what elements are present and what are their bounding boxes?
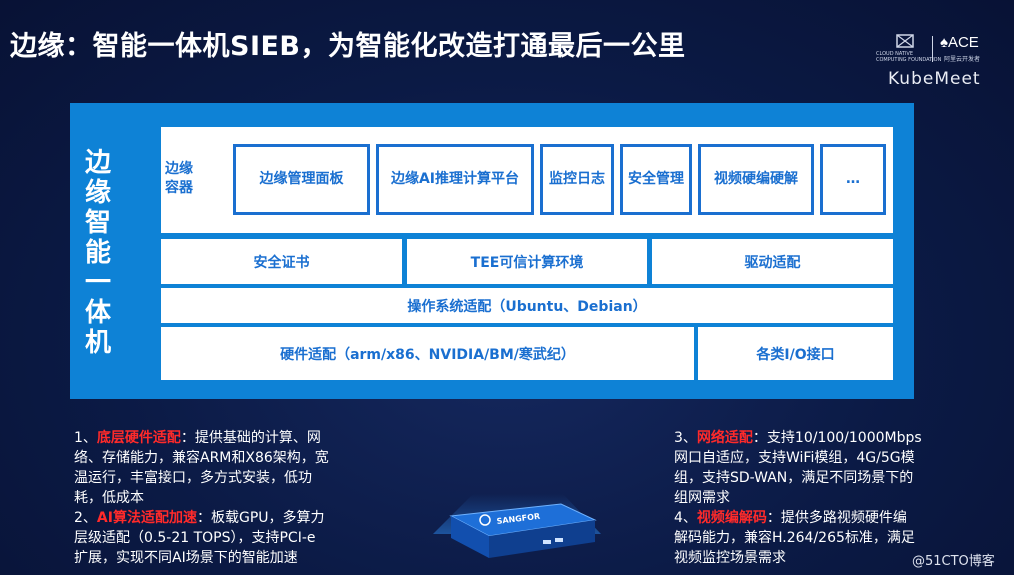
logo-divider [932,36,933,62]
kubemeet-logo: KubeMeet [888,69,981,89]
note-hardware-line4: 耗，低成本 [74,490,144,506]
cell-hardware-adaptation: 硬件适配（arm/x86、NVIDIA/BM/寒武纪） [161,327,694,380]
note-ai-number: 2、 [74,510,97,526]
note-ai-line1: ：板载GPU，多算力 [196,510,325,526]
note-network-line3: 组，支持SD-WAN，满足不同场景下的 [674,470,914,486]
slide-title: 边缘：智能一体机SIEB，为智能化改造打通最后一公里 [10,31,686,62]
box-monitoring-logs: 监控日志 [540,144,614,215]
cell-io-interfaces: 各类I/O接口 [698,327,893,380]
box-edge-ai-platform: 边缘AI推理计算平台 [376,144,534,215]
note-network-line4: 组网需求 [674,490,730,506]
box-security-management: 安全管理 [620,144,692,215]
box-video-codec: 视频硬编硬解 [698,144,814,215]
note-network-line1: ：支持10/100/1000Mbps [752,430,922,446]
ace-subtitle: 阿里云开发者 [944,56,981,63]
cell-driver-adaptation: 驱动适配 [652,239,893,284]
note-network-highlight: 网络适配 [696,430,753,446]
note-video-line1: ：提供多路视频硬件编 [766,510,907,526]
cncf-text-line1: CLOUD NATIVE [876,51,914,57]
note-video-line2: 解码能力，兼容H.264/265标准，满足 [674,530,915,546]
cncf-text-line2: COMPUTING FOUNDATION [876,57,942,63]
note-video-line3: 视频监控场景需求 [674,550,786,566]
note-ai-highlight: AI算法适配加速 [96,510,197,526]
note-ai-line2: 层级适配（0.5-21 TOPS），支持PCI-e [74,530,316,546]
note-network-line2: 网口自适应，支持WiFi模组，4G/5G模 [674,450,915,466]
side-label: 边缘智能一体机 [84,148,111,358]
box-edge-management-panel: 边缘管理面板 [233,144,370,215]
note-network: 3、网络适配：支持10/100/1000Mbps 网口自适应，支持WiFi模组，… [674,428,922,568]
edge-container-label: 边缘容器 [165,161,193,196]
note-hardware-highlight: 底层硬件适配 [96,430,181,446]
ace-logo-text: ACE [947,34,979,51]
note-hardware-number: 1、 [74,430,97,446]
cell-os-adaptation: 操作系统适配（Ubuntu、Debian） [161,288,893,323]
note-hardware-line3: 温运行，丰富接口，多方式安装，低功 [74,470,312,486]
box-more: … [820,144,886,215]
cell-security-certificate: 安全证书 [161,239,402,284]
note-hardware-line1: ：提供基础的计算、网 [180,430,321,446]
ace-logo: ♠ACE [940,34,979,51]
note-video-highlight: 视频编解码 [696,510,767,526]
note-hardware-line2: 络、存储能力，兼容ARM和X86架构，宽 [74,450,329,466]
note-video-number: 4、 [674,510,697,526]
note-hardware: 1、底层硬件适配：提供基础的计算、网 络、存储能力，兼容ARM和X86架构，宽 … [74,428,329,568]
cncf-logo-icon [896,34,914,48]
logo-group: CLOUD NATIVE COMPUTING FOUNDATION ♠ACE 阿… [874,34,1004,92]
note-ai-line3: 扩展，实现不同AI场景下的智能加速 [74,550,298,566]
watermark: @51CTO博客 [912,554,995,569]
cell-tee-environment: TEE可信计算环境 [407,239,647,284]
note-network-number: 3、 [674,430,697,446]
sieb-device-image: SANGFOR [433,494,601,558]
cncf-text: CLOUD NATIVE COMPUTING FOUNDATION [876,51,941,63]
